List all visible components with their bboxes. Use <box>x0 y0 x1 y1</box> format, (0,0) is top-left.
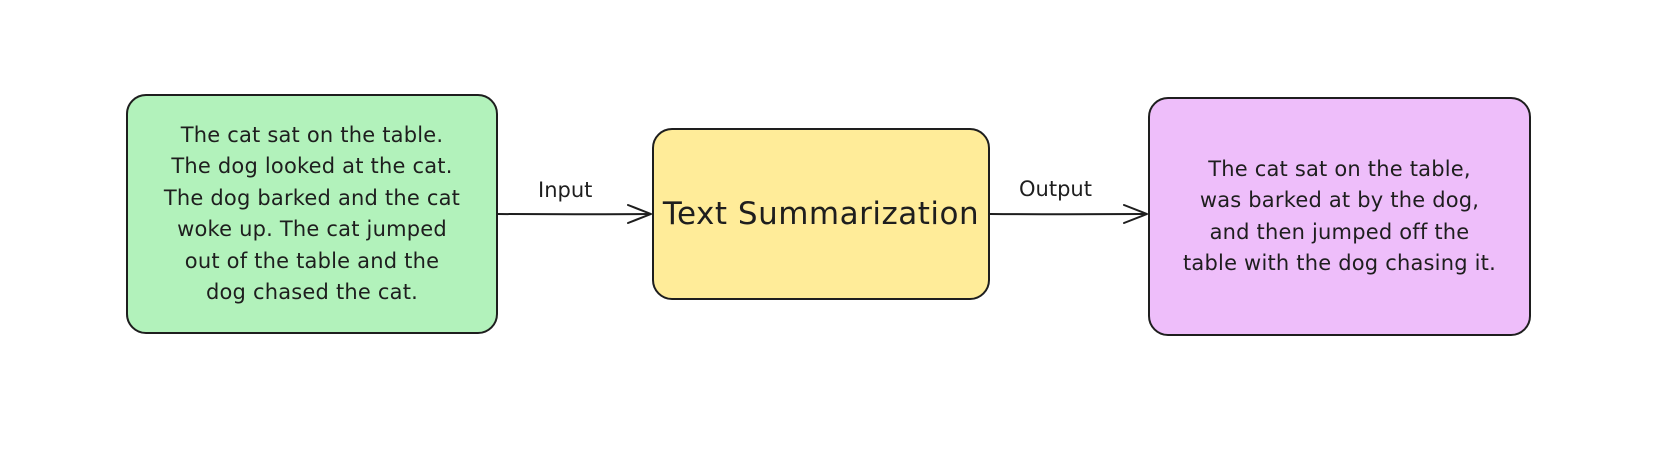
output-label: Output <box>1019 177 1092 201</box>
output-text: The cat sat on the table, was barked at … <box>1183 156 1496 276</box>
input-label: Input <box>538 178 593 202</box>
text-summarization-box[interactable]: Text Summarization <box>652 128 990 300</box>
input-text: The cat sat on the table. The dog looked… <box>163 122 461 305</box>
output-text-box[interactable]: The cat sat on the table, was barked at … <box>1148 97 1531 336</box>
input-text-box[interactable]: The cat sat on the table. The dog looked… <box>126 94 498 334</box>
process-title: Text Summarization <box>662 196 980 232</box>
input-arrow <box>497 204 652 224</box>
output-arrow <box>989 204 1148 224</box>
